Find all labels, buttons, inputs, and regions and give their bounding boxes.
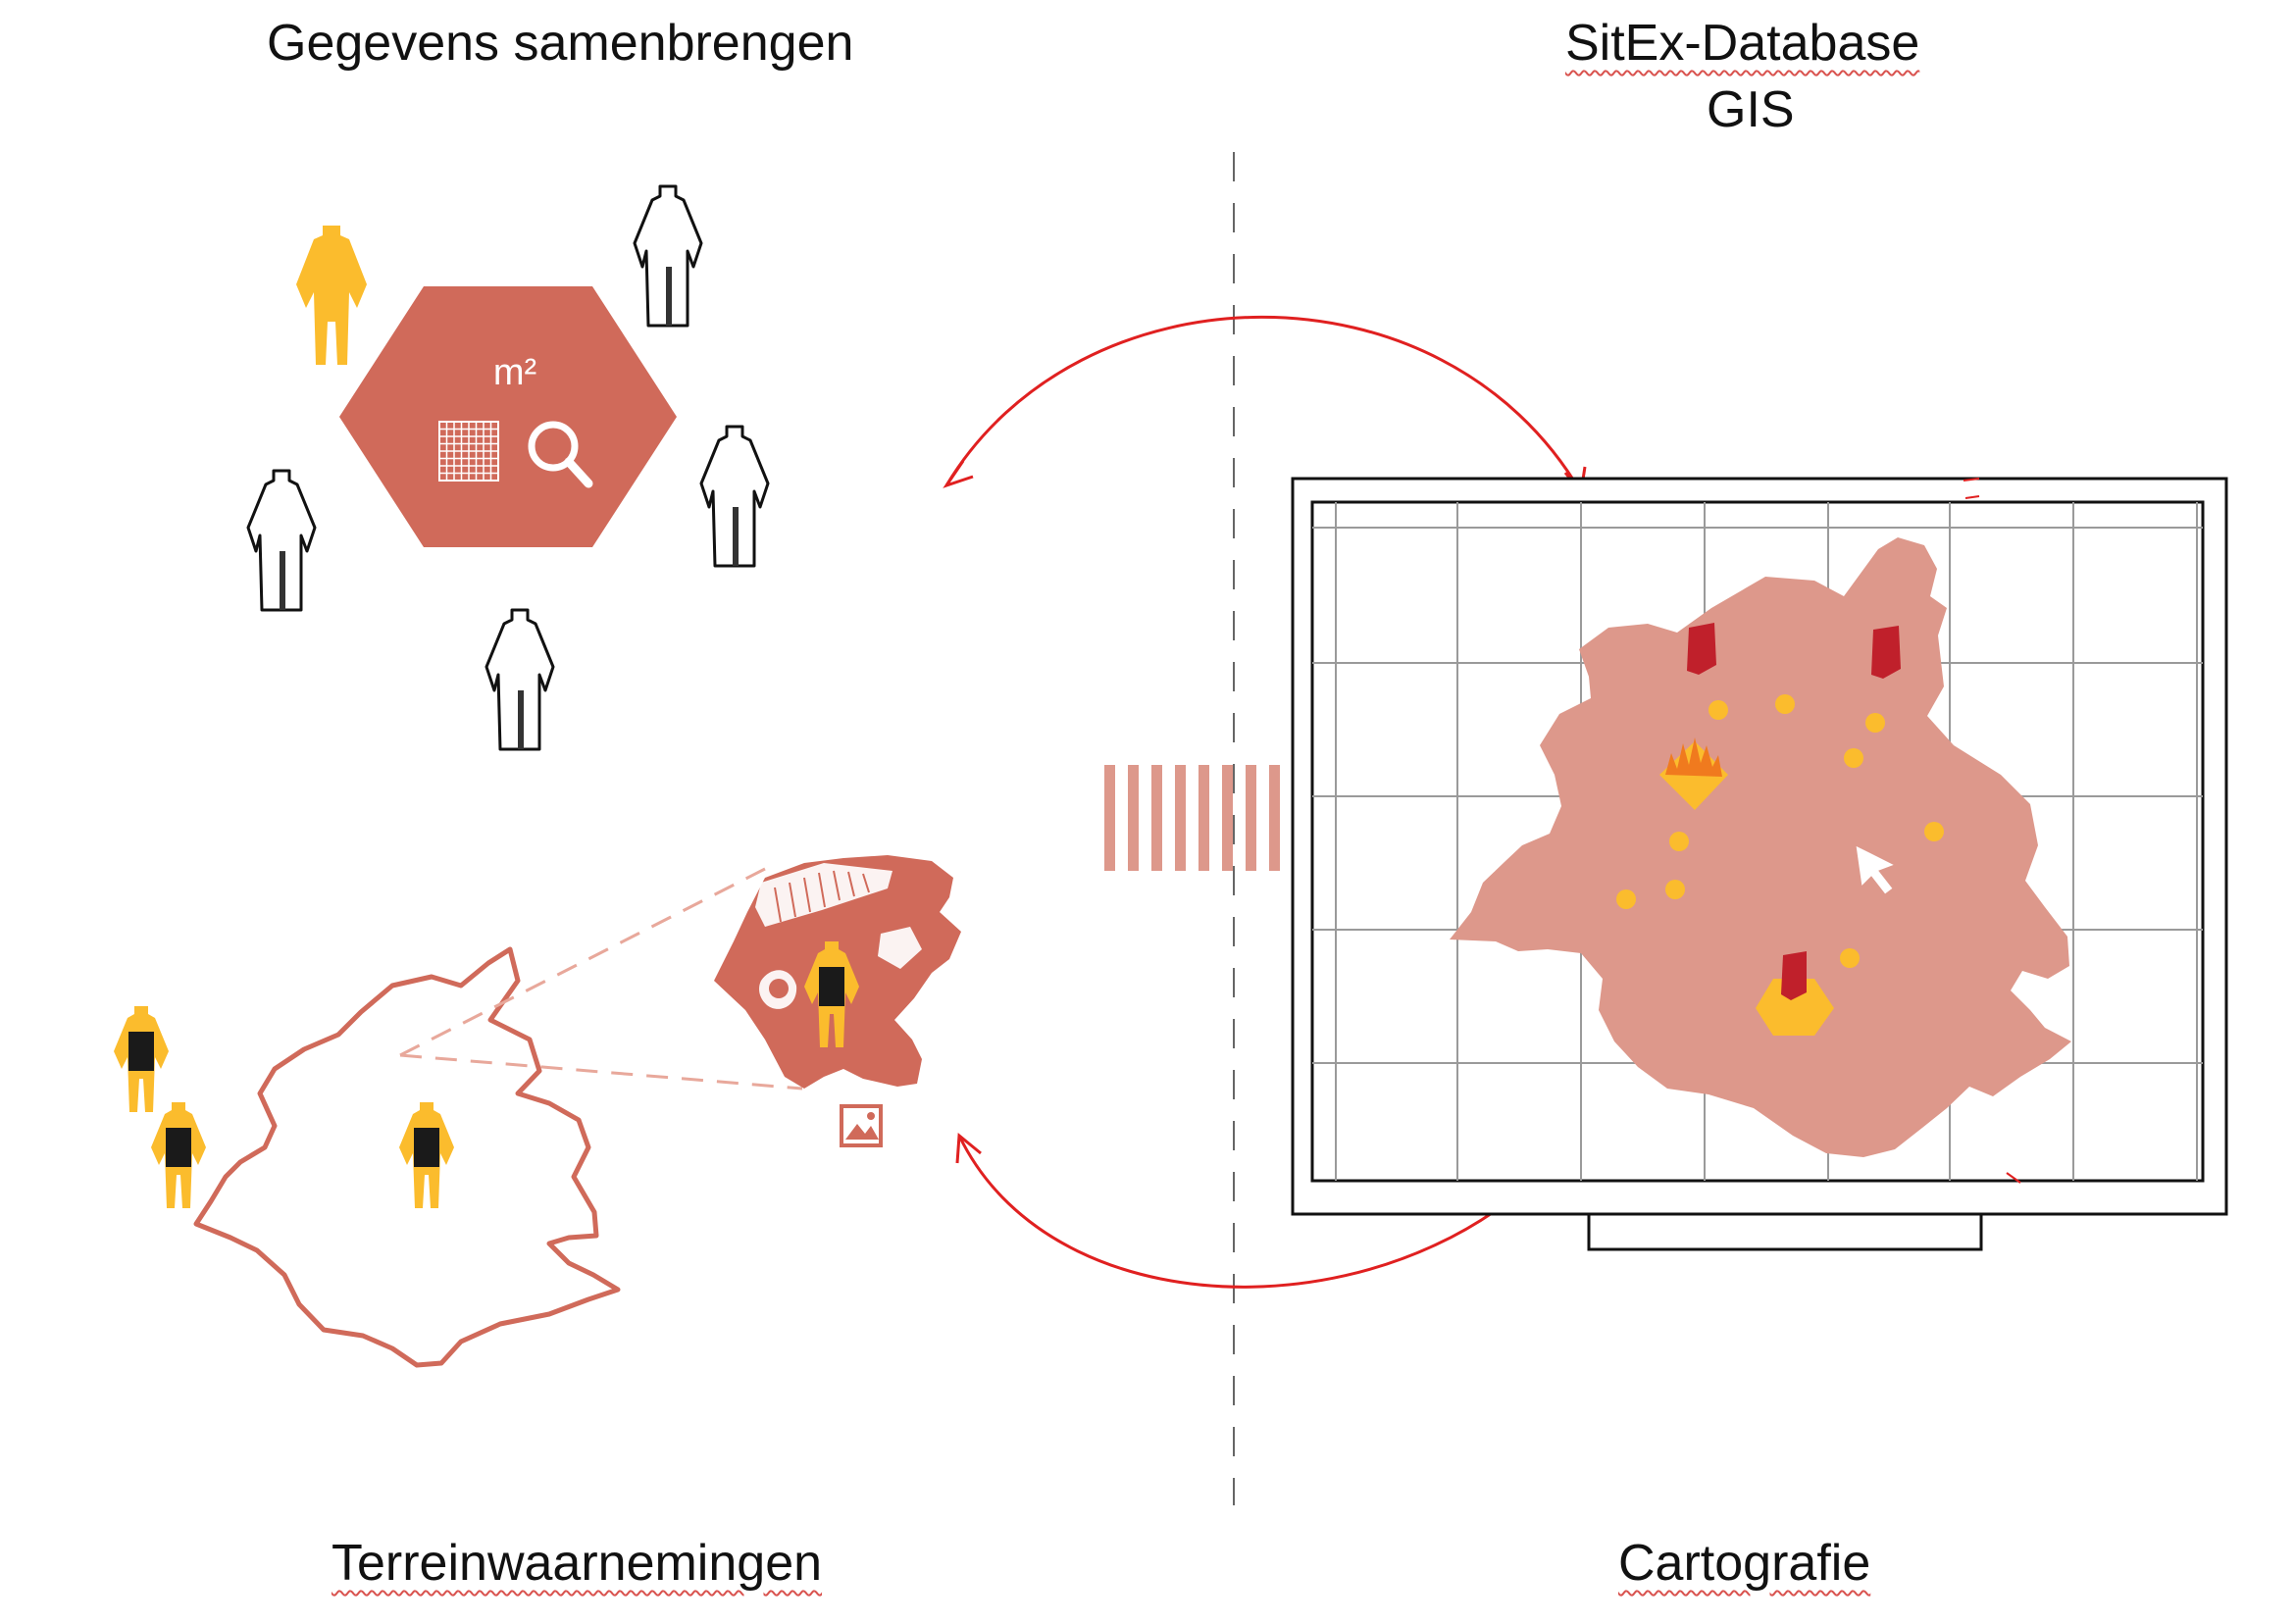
transfer-stripes [1104, 765, 1280, 871]
label-cartografie-text: Cartografie [1618, 1535, 1871, 1592]
person-yellow-icon [296, 226, 367, 365]
label-gis: GIS [1707, 81, 1795, 138]
label-cartografie: Cartografie [1618, 1532, 1870, 1595]
magnifier-icon [528, 421, 593, 488]
hexagon-unit-text: m² [493, 352, 536, 393]
fire-icon [1659, 737, 1728, 810]
building-marker [1871, 626, 1901, 679]
region-map-outline [193, 946, 621, 1368]
label-sitex-database: SitEx-Database [1565, 12, 1919, 75]
site-dots [1616, 694, 1944, 968]
person-outline-icon [246, 469, 317, 612]
person-with-tablet-icon [114, 1006, 169, 1112]
person-with-tablet-icon [399, 1102, 454, 1208]
person-with-tablet-icon [151, 1102, 206, 1208]
red-tick-mark [1963, 478, 1980, 499]
label-terreinwaarnemingen: Terreinwaarnemingen [332, 1532, 822, 1595]
cycle-arrow-top [943, 316, 1587, 496]
hexagon-shape [339, 286, 677, 547]
gis-monitor [1291, 477, 2228, 1251]
region-map-filled [1450, 537, 2071, 1157]
image-icon [840, 1104, 883, 1147]
person-outline-icon [699, 425, 770, 568]
building-marker [1781, 951, 1807, 1000]
label-sitex-database-text: SitEx-Database [1565, 15, 1920, 72]
label-terreinwaarnemingen-text: Terreinwaarnemingen [332, 1535, 823, 1592]
person-outline-icon [484, 608, 555, 751]
building-marker [1687, 623, 1716, 675]
zoom-lines [399, 867, 803, 1091]
yellow-site-marker [1756, 979, 1834, 1036]
hexagon-data-collection: m² [339, 286, 677, 547]
person-outline-icon [633, 184, 703, 328]
cursor-icon [1855, 844, 1897, 895]
label-gegevens-samenbrengen: Gegevens samenbrengen [267, 15, 854, 72]
red-tick-mark [2006, 1172, 2021, 1184]
grid-icon [438, 421, 499, 482]
